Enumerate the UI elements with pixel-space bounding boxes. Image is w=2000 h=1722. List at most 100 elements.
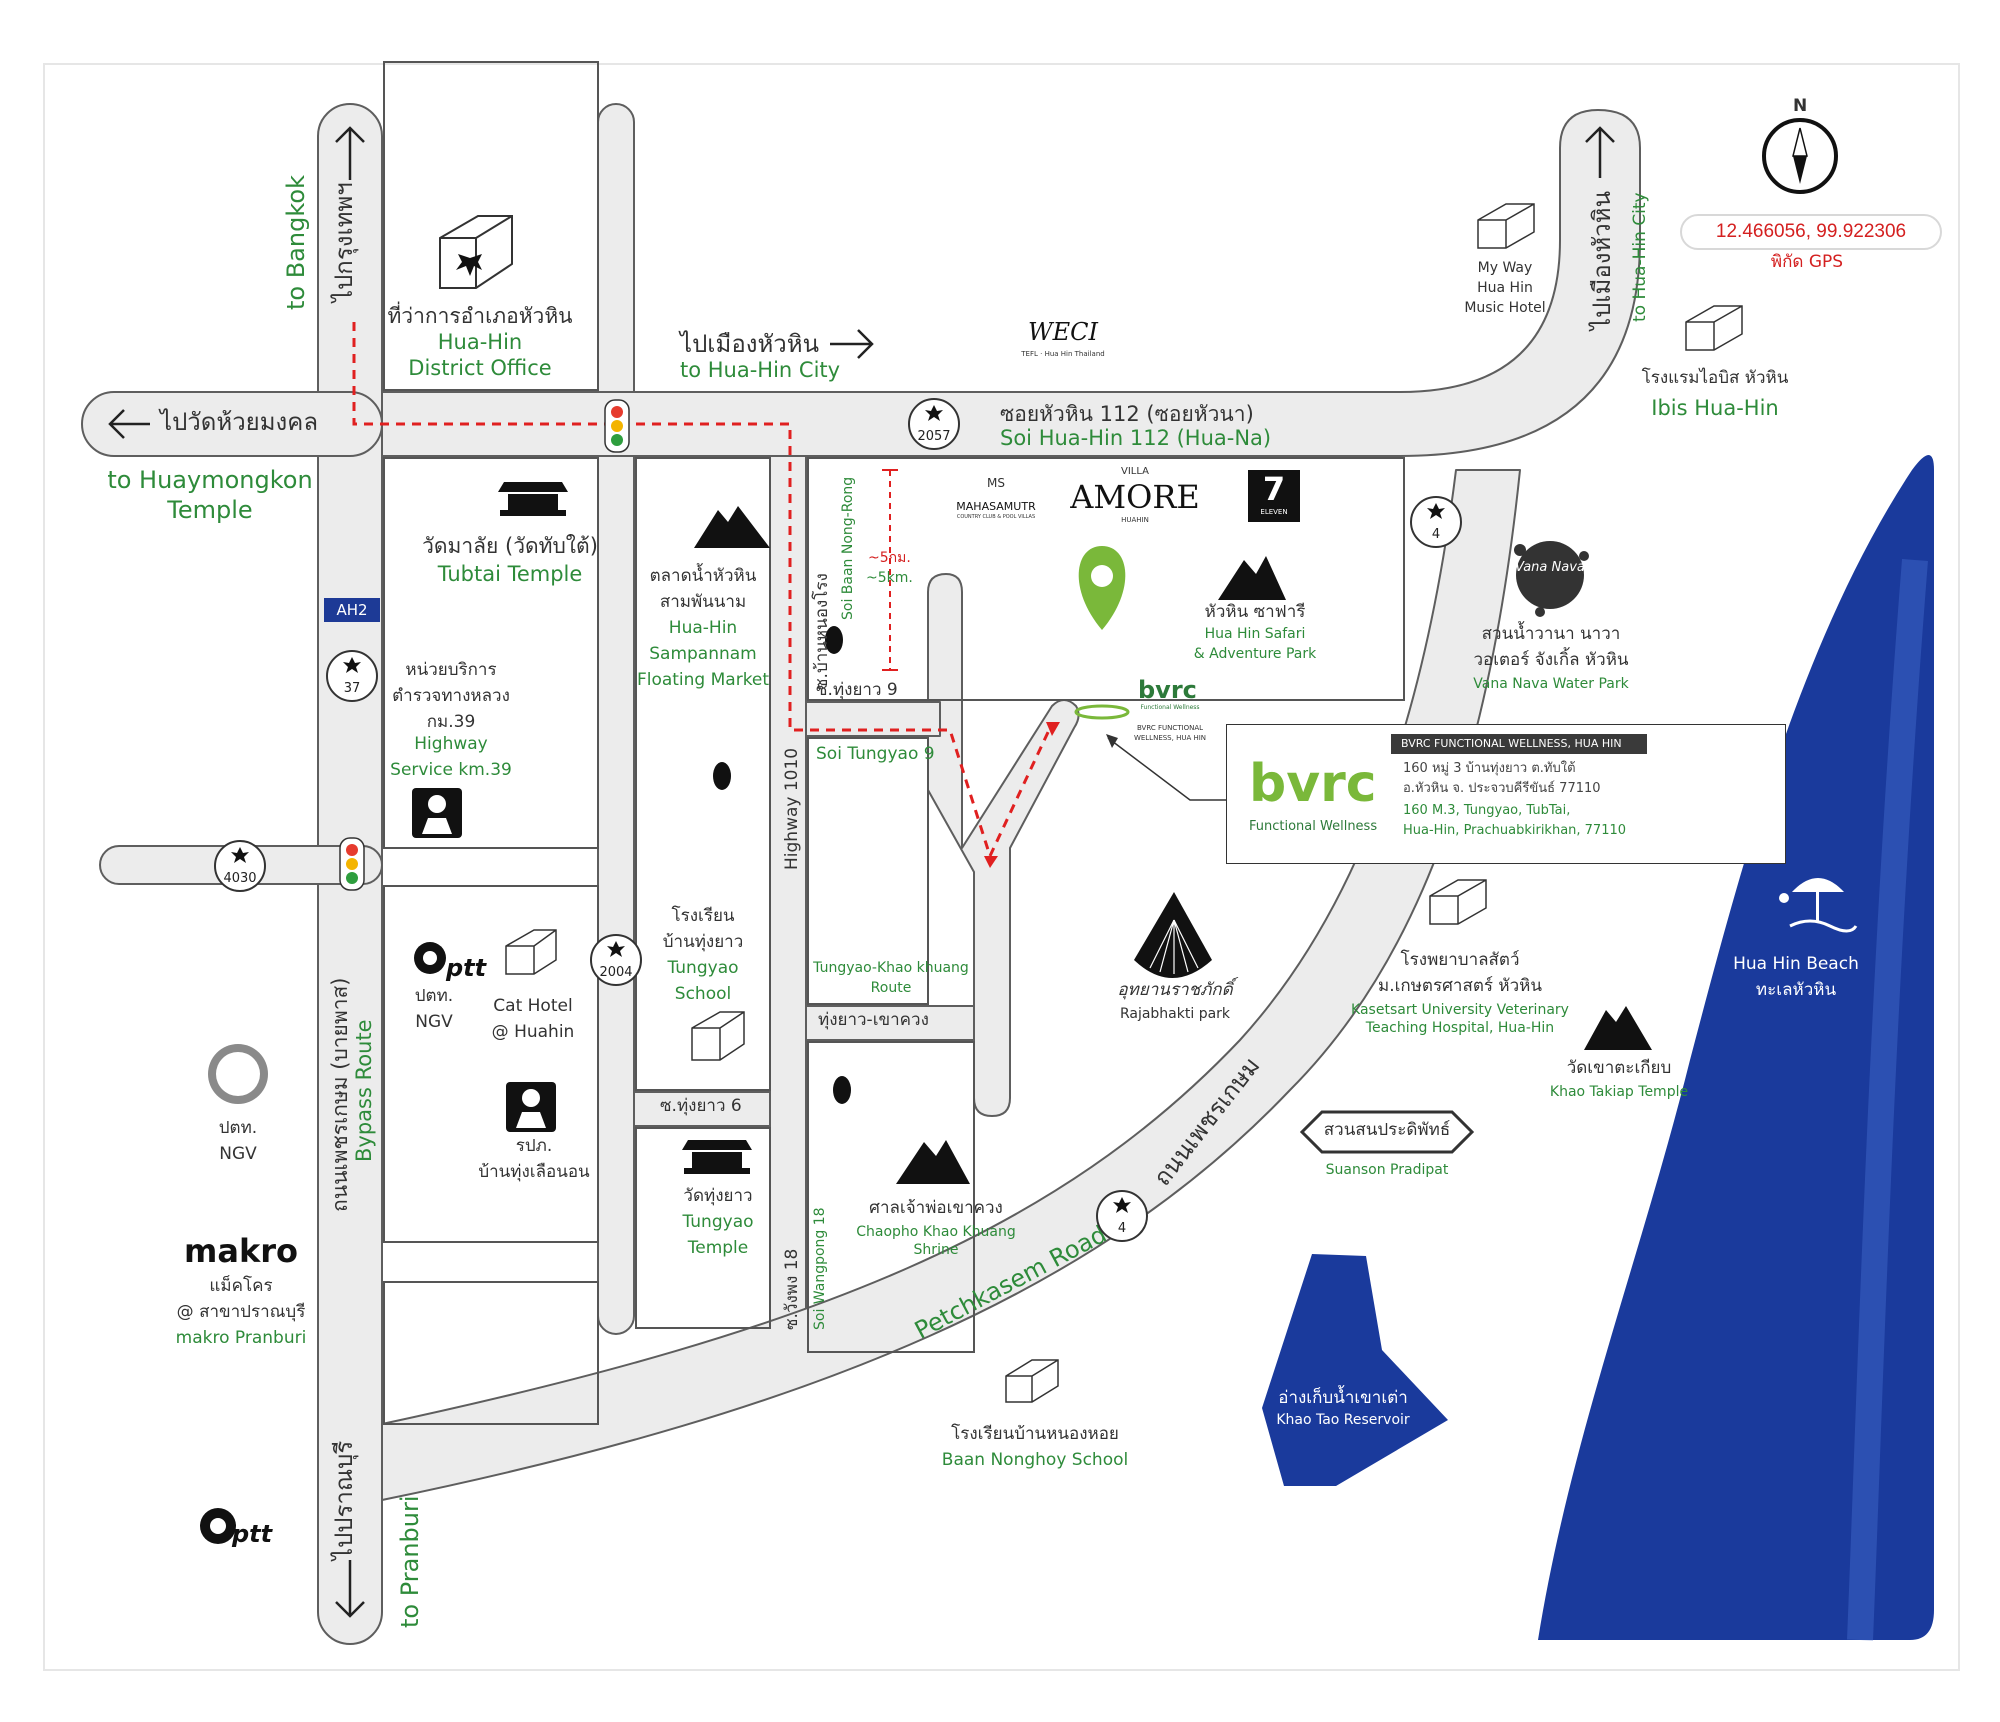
hua-hin-safari-line1: Hua Hin Safari [1204, 626, 1306, 642]
highway-service-line1: Highway [414, 734, 488, 754]
khao-tao-reservoir [1262, 1254, 1448, 1486]
district-office-line2: District Office [408, 356, 552, 380]
tungyao-school-line1: Tungyao [667, 958, 739, 978]
khao-takiap-thai: วัดเขาตะเกียบ [1566, 1058, 1672, 1078]
vet-hospital-line2: Teaching Hospital, Hua-Hin [1365, 1020, 1555, 1036]
hua-hin-safari-line2: & Adventure Park [1193, 646, 1317, 662]
highway-service-thai-2: ตำรวจทางหลวง [392, 686, 510, 706]
huaymongkon-label-line1: to Huaymongkon [107, 466, 313, 494]
chaopho-line2: Shrine [913, 1242, 959, 1258]
vet-hospital-thai-2: ม.เกษตรศาสตร์ หัวหิน [1378, 976, 1542, 996]
rajabhakti-icon [1134, 892, 1212, 978]
district-office-thai: ที่ว่าการอำเภอหัวหิน [387, 304, 573, 328]
route-37-shield: 37 [326, 650, 378, 702]
nongrong-label: Soi Baan Nong-Rong [840, 476, 856, 620]
ptt-logo: ptt [446, 954, 487, 982]
police-thai-1: รปภ. [515, 1136, 553, 1156]
police-icons [412, 788, 556, 1132]
floating-market-thai-2: สามพันนาม [659, 592, 747, 612]
bvrc-pin-sub-2: WELLNESS, HUA HIN [1133, 734, 1207, 742]
police-thai-2: บ้านทุ่งเลือนอน [478, 1162, 590, 1182]
weci-logo-sub: TEFL · Hua Hin Thailand [1021, 350, 1105, 358]
direction-arrows [108, 126, 1615, 1618]
makro-thai-1: แม็คโคร [209, 1276, 273, 1296]
rajabhakti-thai: อุทยานราชภักดิ์ [1117, 980, 1233, 1000]
garuda-icon [343, 657, 361, 673]
makro-logo: makro [184, 1232, 298, 1270]
highway-service-thai-1: หน่วยบริการ [405, 660, 497, 680]
mountain-icons [694, 506, 1652, 1184]
weci-logo: WECI [1027, 318, 1099, 346]
my-way-hotel-line2: Hua Hin [1477, 280, 1533, 296]
makro-thai-2: @ สาขาปราณบุรี [176, 1302, 306, 1322]
to-huahin-city-thai-label: ไปเมืองหัวหิน [680, 330, 819, 358]
bvrc-card-title: BVRC FUNCTIONAL WELLNESS, HUA HIN [1391, 734, 1647, 754]
pt-ngv-label: NGV [219, 1144, 257, 1164]
route-4-shield-top: 4 [1410, 496, 1462, 548]
bvrc-card-logo: bvrc [1249, 754, 1377, 814]
bvrc-info-card: bvrc Functional Wellness BVRC FUNCTIONAL… [1226, 724, 1786, 864]
nonghoy-school-thai: โรงเรียนบ้านหนองหอย [951, 1424, 1119, 1444]
floating-market-line3: Floating Market [636, 670, 770, 690]
gps-label: พิกัด GPS [1770, 252, 1844, 272]
garuda-icon [1427, 503, 1445, 519]
gps-coordinates-box: 12.466056, 99.922306 [1680, 214, 1942, 250]
wangpong-thai-label: ซ.วังพง 18 [782, 1248, 802, 1330]
vana-nava-logo: Vana Nava [1515, 560, 1585, 575]
suanson-thai: สวนสนประดิพัทธ์ [1323, 1120, 1451, 1140]
bvrc-pin-sub-1: BVRC FUNCTIONAL [1136, 724, 1204, 732]
ptt-drop-icons [200, 942, 446, 1544]
wangpong-label: Soi Wangpong 18 [812, 1207, 828, 1330]
tungyao9-thai-label: ซ.ทุ่งยาว 9 [816, 680, 898, 700]
vana-nava-thai-2: วอเตอร์ จังเกิ้ล หัวหิน [1473, 650, 1629, 670]
seven-eleven-number: 7 [1262, 470, 1286, 508]
vet-hospital-line1: Kasetsart University Veterinary [1351, 1002, 1569, 1018]
district-office-line1: Hua-Hin [437, 330, 523, 354]
vet-hospital-thai-1: โรงพยาบาลสัตว์ [1400, 950, 1520, 970]
highway-service-thai-3: กม.39 [426, 712, 476, 732]
pt-logo-icon [208, 1044, 268, 1104]
location-pin-icon [1074, 546, 1130, 720]
to-pranburi-thai-label: ไปปราณบุรี [330, 1440, 358, 1560]
garuda-icon [231, 847, 249, 863]
tungyao-temple-line2: Temple [687, 1238, 749, 1258]
rajabhakti-label: Rajabhakti park [1119, 1006, 1231, 1022]
tungyao9-label: Soi Tungyao 9 [816, 744, 935, 764]
soi112-label: Soi Hua-Hin 112 (Hua-Na) [1000, 426, 1272, 450]
to-bangkok-label: to Bangkok [282, 175, 310, 310]
bypass-route-thai-label: ถนนเพชรเกษม (บายพาส) [328, 977, 352, 1213]
amore-villa-label: VILLA [1120, 466, 1149, 477]
nonghoy-school-label: Baan Nonghoy School [941, 1450, 1129, 1470]
pineapple-icons [713, 626, 851, 1104]
mahasamutr-logo: MAHASAMUTR [956, 500, 1036, 513]
to-huahin-city-right-thai-label: ไปเมืองหัวหิน [1588, 191, 1616, 330]
route-2057-shield: 2057 [908, 398, 960, 450]
district-office-icon [439, 215, 513, 289]
huaymongkon-label-line2: Temple [167, 496, 253, 524]
ptt-ngv-label: NGV [415, 1012, 453, 1032]
vana-nava-thai-1: สวนน้ำวานา นาวา [1481, 624, 1621, 644]
floating-market-thai-1: ตลาดน้ำหัวหิน [649, 566, 757, 586]
garuda-icon [1113, 1197, 1131, 1213]
khao-tao-thai: อ่างเก็บน้ำเขาเต่า [1278, 1388, 1408, 1408]
traffic-light-left [339, 837, 365, 891]
seven-eleven-logo [1248, 470, 1300, 522]
temple-icons [498, 482, 752, 1174]
suanson-label: Suanson Pradipat [1325, 1162, 1449, 1178]
ibis-label: Ibis Hua-Hin [1651, 396, 1779, 420]
vana-nava-splash-icon [1514, 541, 1589, 617]
hua-hin-beach-label: Hua Hin Beach [1733, 954, 1859, 974]
huaymongkon-thai-label: ไปวัดห้วยมงคล [160, 408, 319, 436]
tungyao-route-label-line2: Route [870, 980, 912, 996]
compass-icon [1762, 118, 1838, 194]
suanson-sign [1299, 1110, 1475, 1154]
bvrc-address-line2: Hua-Hin, Prachuabkirikhan, 77110 [1403, 823, 1627, 838]
soi112-thai-label: ซอยหัวหิน 112 (ซอยหัวนา) [1000, 402, 1254, 426]
ptt-ngv-thai: ปตท. [414, 986, 454, 1006]
amore-logo: AMORE [1070, 478, 1200, 516]
bvrc-card-logo-sub: Functional Wellness [1249, 819, 1378, 834]
seven-eleven-sub: ELEVEN [1260, 508, 1288, 516]
beach-umbrella-icon [1779, 878, 1858, 933]
